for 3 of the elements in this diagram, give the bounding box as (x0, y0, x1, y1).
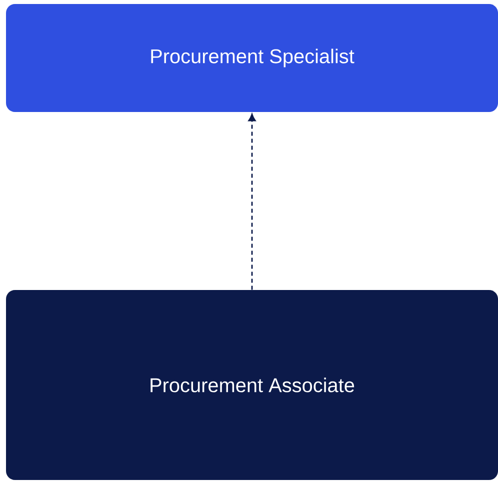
role-box: Procurement Specialist (6, 4, 498, 112)
role-box: Procurement Associate (6, 290, 498, 480)
arrow (248, 114, 256, 290)
